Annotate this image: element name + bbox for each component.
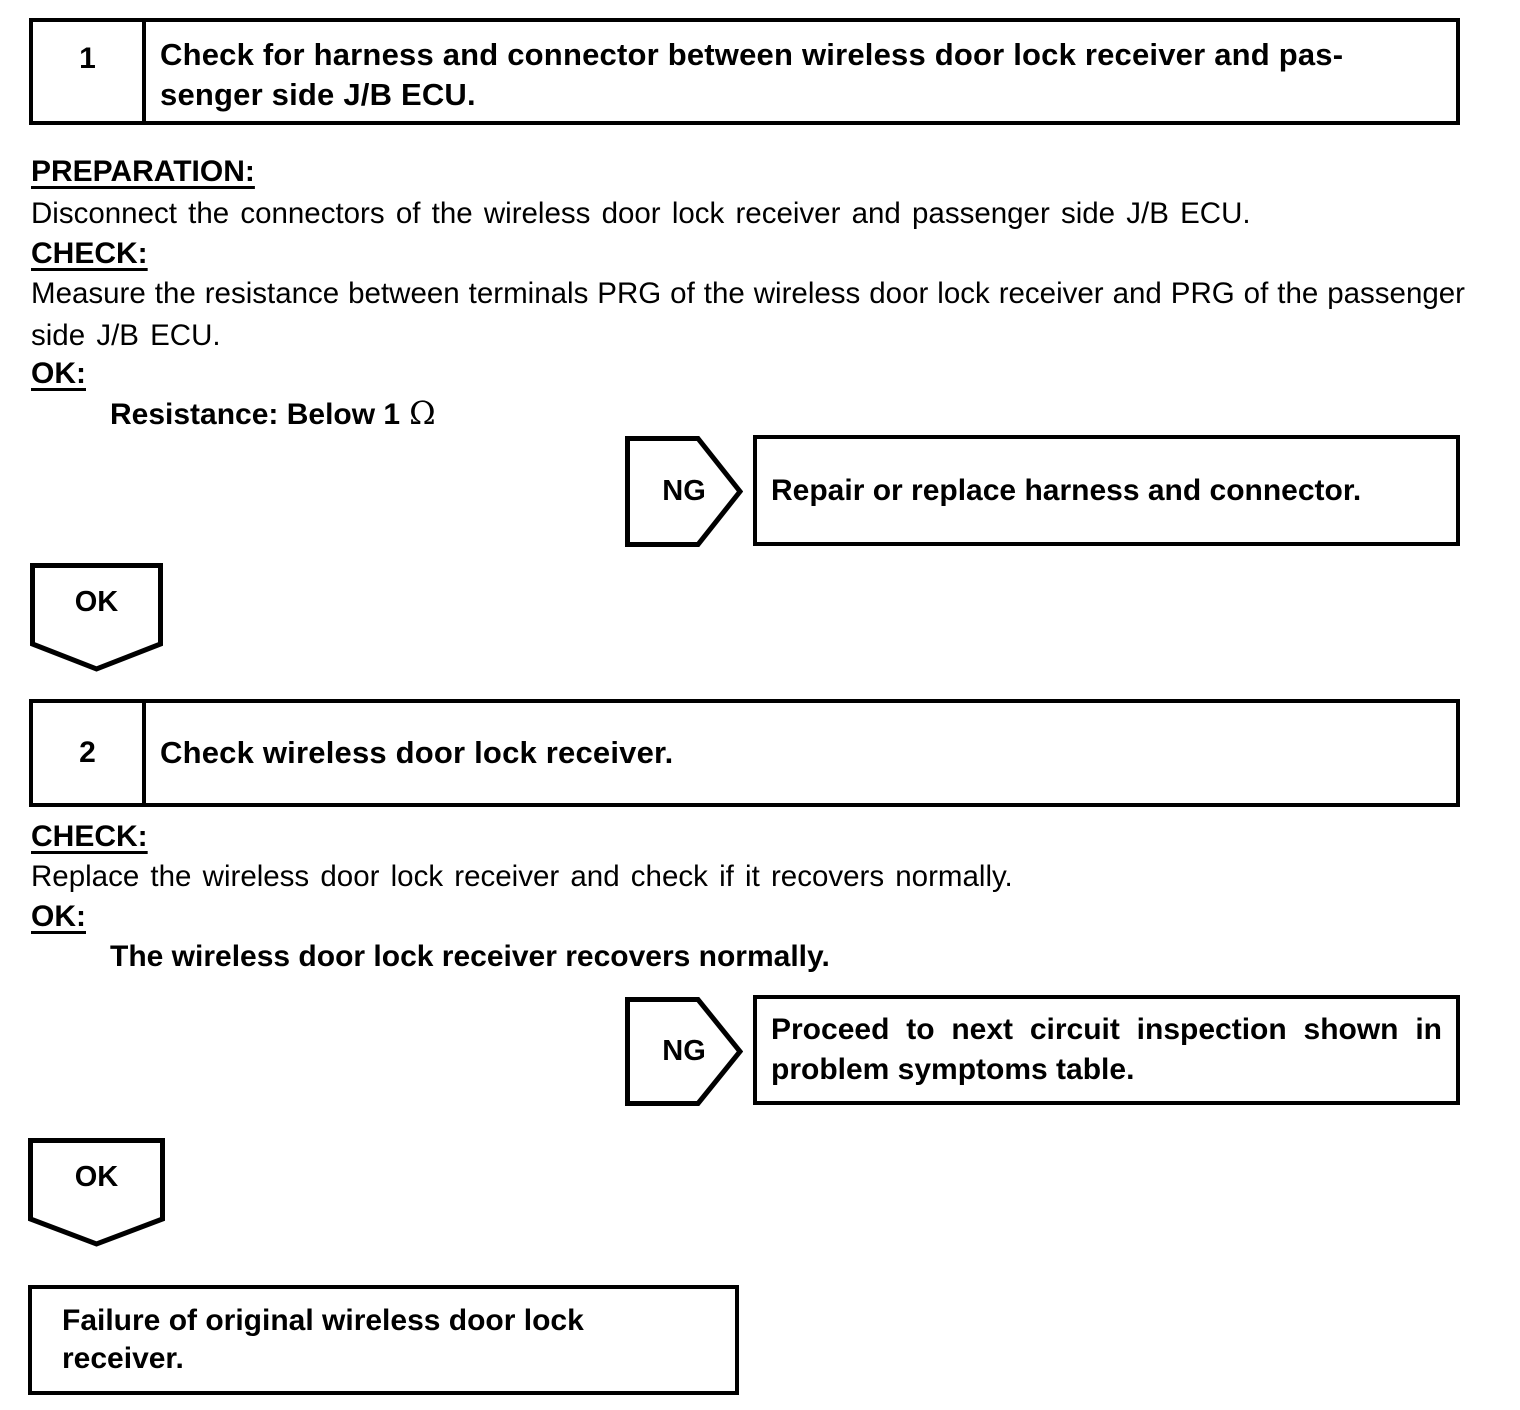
step2-ng-action-line1: Proceed to next circuit inspection shown… [771, 1013, 1442, 1046]
step1-title-line2: senger side J/B ECU. [160, 77, 476, 112]
step1-ok-heading: OK: [31, 357, 86, 390]
step1-ng-label: NG [662, 475, 706, 507]
result-box: Failure of original wireless door lock r… [28, 1285, 739, 1395]
step2-check-heading: CHECK: [31, 820, 148, 853]
ok-pentagon-icon [28, 1138, 165, 1247]
step1-title: Check for harness and connector between … [146, 22, 1456, 121]
step1-check-heading: CHECK: [31, 237, 148, 270]
step1-ng-action-text: Repair or replace harness and connector. [771, 473, 1362, 507]
step1-number-cell: 1 [33, 22, 146, 121]
step1-number: 1 [79, 42, 96, 75]
step2-ng-action-box: Proceed to next circuit inspection shown… [753, 995, 1460, 1105]
step2-ng-label: NG [662, 1035, 706, 1067]
ok-pentagon-icon [30, 563, 163, 672]
preparation-heading: PREPARATION: [31, 155, 255, 188]
omega-symbol: Ω [409, 394, 436, 432]
step2-title-text: Check wireless door lock receiver. [160, 735, 674, 770]
step2-ok-condition: The wireless door lock receiver recovers… [110, 940, 830, 973]
result-line2: receiver. [62, 1342, 184, 1375]
step2-ng-pentagon: NG [625, 997, 743, 1106]
step1-ok-pentagon: OK [30, 563, 163, 672]
step1-check-line2: side J/B ECU. [31, 319, 221, 352]
step1-header-box: 1 Check for harness and connector betwee… [29, 18, 1460, 125]
ng-pentagon-icon [625, 997, 743, 1106]
step2-header-box: 2 Check wireless door lock receiver. [29, 699, 1460, 807]
ng-pentagon-icon [625, 436, 743, 547]
step2-ng-action-line2: problem symptoms table. [771, 1053, 1135, 1086]
step1-title-line1: Check for harness and connector between … [160, 37, 1344, 72]
step2-ok-pentagon: OK [28, 1138, 165, 1247]
resistance-text: Resistance: Below 1 [110, 398, 401, 431]
step2-ok-label: OK [74, 1161, 119, 1193]
step2-title: Check wireless door lock receiver. [146, 703, 1456, 803]
preparation-text: Disconnect the connectors of the wireles… [31, 197, 1251, 230]
step1-ng-pentagon: NG [625, 436, 743, 547]
step2-number-cell: 2 [33, 703, 146, 803]
step1-ok-label: OK [74, 586, 119, 618]
step2-check-text: Replace the wireless door lock receiver … [31, 860, 1013, 893]
step1-ng-action-box: Repair or replace harness and connector. [753, 435, 1460, 546]
step2-ok-heading: OK: [31, 900, 86, 933]
step2-number: 2 [79, 736, 96, 769]
result-line1: Failure of original wireless door lock [62, 1304, 584, 1337]
step1-check-line1: Measure the resistance between terminals… [31, 277, 1465, 310]
